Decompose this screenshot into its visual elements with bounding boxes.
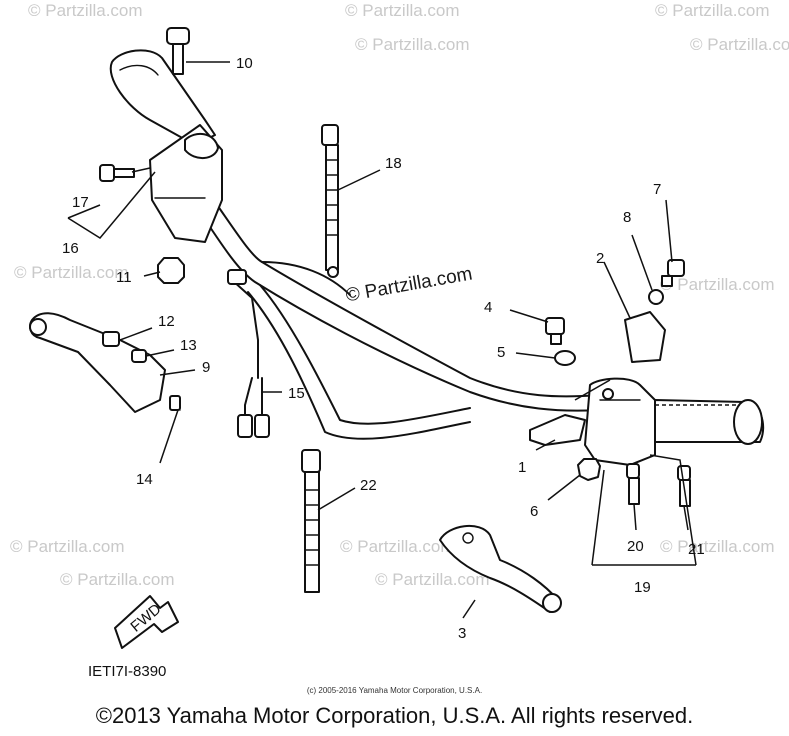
left-grip-assembly[interactable]: [109, 49, 223, 243]
watermark: © Partzilla.com: [375, 570, 490, 589]
callout-1: 1: [518, 459, 526, 476]
callout-19: 19: [634, 579, 651, 596]
callout-10: 10: [236, 55, 253, 72]
bolt-10[interactable]: [166, 27, 190, 75]
watermark: © Partzilla.com: [355, 35, 470, 54]
watermark-main: © Partzilla.com: [344, 263, 474, 306]
callout-labels: 10 17 16 11 12 13 9 14 15 18 22 4 5 1 6 …: [62, 55, 705, 642]
screw-7[interactable]: [661, 259, 685, 287]
nut-6[interactable]: [577, 458, 601, 481]
strap-18[interactable]: [321, 124, 339, 278]
callout-18: 18: [385, 155, 402, 172]
watermark: © Partzilla.com: [655, 1, 770, 20]
callout-22: 22: [360, 477, 377, 494]
callout-2: 2: [596, 250, 604, 267]
callout-14: 14: [136, 471, 153, 488]
callout-12: 12: [158, 313, 175, 330]
callout-7: 7: [653, 181, 661, 198]
watermark-group: © Partzilla.com © Partzilla.com © Partzi…: [10, 1, 789, 589]
callout-4: 4: [484, 299, 492, 316]
callout-8: 8: [623, 209, 631, 226]
watermark: © Partzilla.com: [14, 263, 129, 282]
leader-lines: [67, 61, 697, 619]
callout-9: 9: [202, 359, 210, 376]
left-lever-9[interactable]: [29, 312, 181, 413]
nut-11[interactable]: [157, 257, 185, 284]
screw-17[interactable]: [99, 164, 135, 182]
copyright-notice: ©2013 Yamaha Motor Corporation, U.S.A. A…: [95, 703, 694, 728]
callout-17: 17: [72, 194, 89, 211]
callout-11: 11: [116, 269, 132, 286]
washer-5[interactable]: [554, 350, 576, 366]
watermark: © Partzilla.com: [340, 537, 455, 556]
watermark: © Partzilla.com: [28, 1, 143, 20]
right-grip-assembly[interactable]: [584, 377, 765, 466]
bracket-2[interactable]: [624, 311, 666, 363]
callout-21: 21: [688, 541, 705, 558]
footer-small-notice: (c) 2005-2016 Yamaha Motor Corporation, …: [306, 686, 483, 695]
watermark: © Partzilla.com: [660, 275, 775, 294]
right-lever-3[interactable]: [439, 524, 562, 613]
screw-20[interactable]: [626, 463, 640, 505]
bracket-1[interactable]: [529, 414, 586, 446]
strap-22[interactable]: [301, 449, 321, 593]
diagram-code: IETI7I-8390: [88, 663, 166, 680]
wire-lead-15[interactable]: [227, 269, 270, 438]
callout-3: 3: [458, 625, 466, 642]
callout-13: 13: [180, 337, 197, 354]
callout-15: 15: [288, 385, 305, 402]
callout-20: 20: [627, 538, 644, 555]
screw-4[interactable]: [545, 317, 565, 345]
watermark: © Partzilla.com: [60, 570, 175, 589]
watermark: © Partzilla.com: [345, 1, 460, 20]
forward-arrow: FWD: [114, 595, 179, 649]
callout-16: 16: [62, 240, 79, 257]
callout-5: 5: [497, 344, 505, 361]
watermark: © Partzilla.com: [10, 537, 125, 556]
watermark: © Partzilla.com: [690, 35, 789, 54]
washer-8[interactable]: [648, 289, 664, 305]
callout-6: 6: [530, 503, 538, 520]
watermark: © Partzilla.com: [660, 537, 775, 556]
handlebar[interactable]: [199, 191, 601, 440]
